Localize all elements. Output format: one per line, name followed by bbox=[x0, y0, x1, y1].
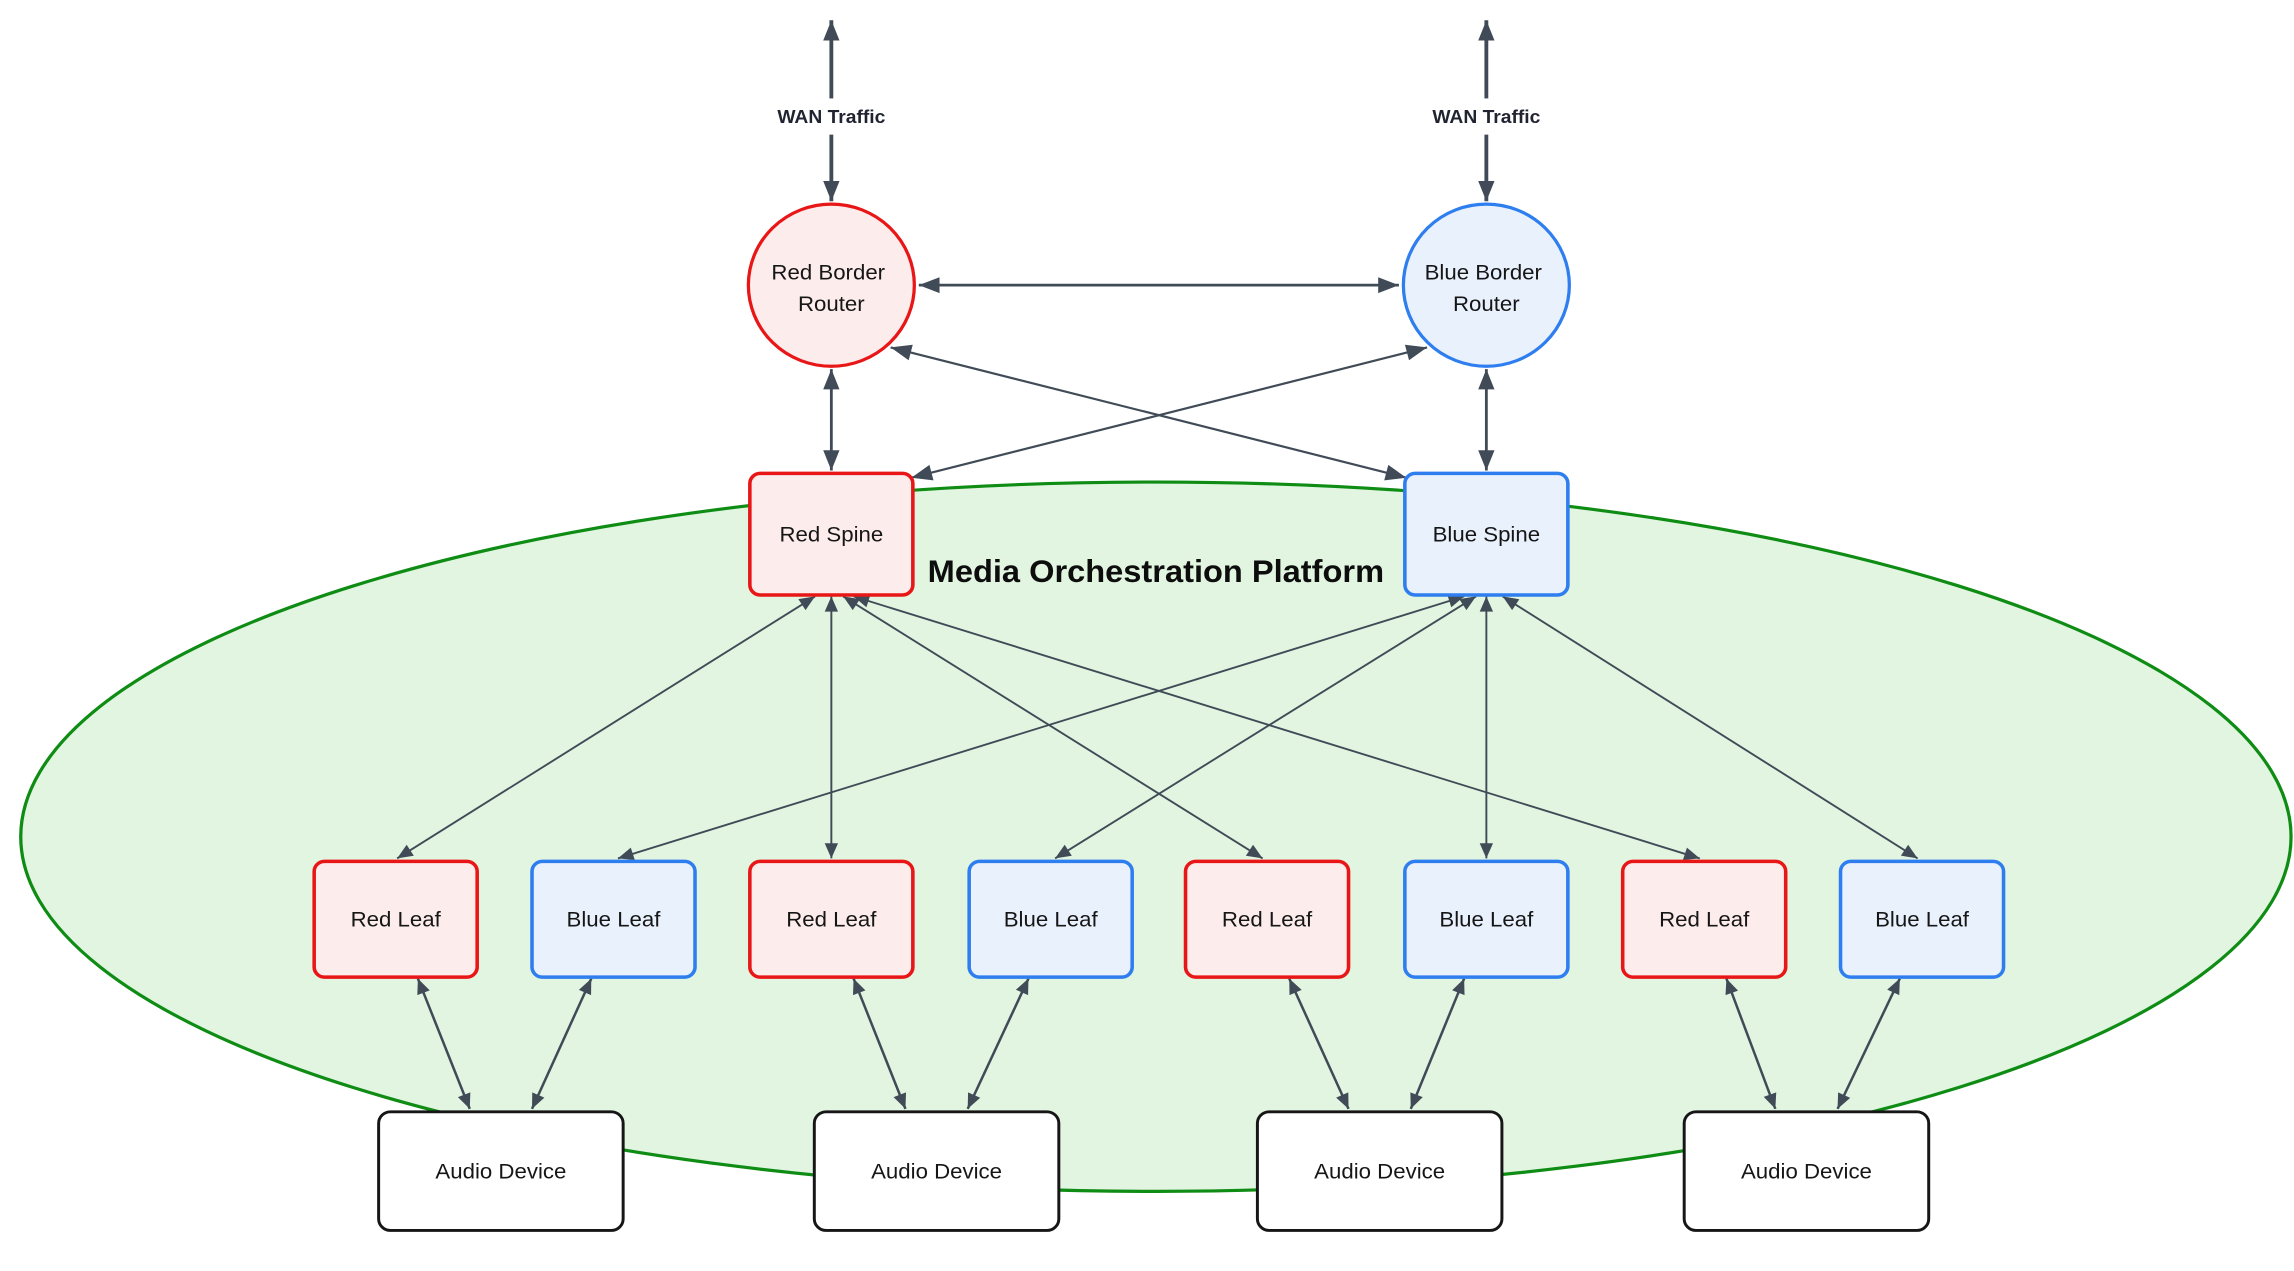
leaf-shape bbox=[967, 859, 1134, 979]
leaf-node-8: Blue Leaf bbox=[1838, 859, 2006, 979]
red-border-router-label: Red Border Router bbox=[771, 260, 891, 317]
edge-leaf4-device2 bbox=[966, 978, 1030, 1110]
wan-traffic-label-right: WAN Traffic bbox=[1407, 98, 1565, 135]
wan-label-bg bbox=[1407, 98, 1565, 135]
blue-border-router-shape bbox=[1401, 202, 1571, 368]
red-spine-label: Red Spine bbox=[779, 522, 883, 547]
leaf-node-7: Red Leaf bbox=[1620, 859, 1788, 979]
leaf-shape bbox=[748, 859, 915, 979]
edge-leaf7-device4 bbox=[1725, 978, 1777, 1110]
leaf-label: Blue Leaf bbox=[567, 907, 662, 932]
edge-blue-spine-leaf4 bbox=[1054, 595, 1477, 860]
leaf-shape bbox=[312, 859, 479, 979]
edge-leaf8-device4 bbox=[1836, 978, 1901, 1110]
blue-border-router-node: Blue Border Router bbox=[1401, 202, 1571, 368]
leaf-label: Blue Leaf bbox=[1004, 907, 1099, 932]
leaf-shape bbox=[1838, 859, 2006, 979]
wan-label-bg bbox=[752, 98, 910, 135]
leaf-node-4: Blue Leaf bbox=[967, 859, 1134, 979]
platform-title: Media Orchestration Platform bbox=[928, 553, 1384, 589]
wan-traffic-text: WAN Traffic bbox=[777, 107, 885, 128]
leaf-node-3: Red Leaf bbox=[748, 859, 915, 979]
red-spine-shape bbox=[748, 471, 915, 597]
blue-spine-node: Blue Spine bbox=[1403, 471, 1570, 597]
blue-spine-label: Blue Spine bbox=[1433, 522, 1541, 547]
edge-leaf3-device2 bbox=[852, 978, 907, 1110]
leaf-shape bbox=[1403, 859, 1570, 979]
audio-device-node-2: Audio Device bbox=[812, 1110, 1061, 1232]
audio-device-shape bbox=[1682, 1110, 1931, 1232]
wan-traffic-label-left: WAN Traffic bbox=[752, 98, 910, 135]
audio-device-label: Audio Device bbox=[1741, 1159, 1872, 1184]
wan-traffic-text: WAN Traffic bbox=[1432, 107, 1540, 128]
edge-leaf2-device1 bbox=[530, 978, 593, 1110]
leaf-label: Blue Leaf bbox=[1439, 907, 1534, 932]
leaf-node-6: Blue Leaf bbox=[1403, 859, 1570, 979]
leaf-label: Red Leaf bbox=[1222, 907, 1313, 932]
edge-blue-router-red-spine bbox=[911, 344, 1428, 481]
edge-leaf1-device1 bbox=[416, 978, 471, 1110]
leaf-node-1: Red Leaf bbox=[312, 859, 479, 979]
leaf-label: Red Leaf bbox=[1659, 907, 1750, 932]
leaf-node-2: Blue Leaf bbox=[530, 859, 697, 979]
blue-spine-shape bbox=[1403, 471, 1570, 597]
leaf-label: Red Leaf bbox=[786, 907, 877, 932]
red-border-router-node: Red Border Router bbox=[746, 202, 916, 368]
blue-border-router-label: Blue Border Router bbox=[1425, 260, 1549, 317]
red-border-router-shape bbox=[746, 202, 916, 368]
leaf-shape bbox=[530, 859, 697, 979]
leaf-label: Blue Leaf bbox=[1875, 907, 1970, 932]
audio-device-node-3: Audio Device bbox=[1255, 1110, 1504, 1232]
audio-device-label: Audio Device bbox=[871, 1159, 1002, 1184]
audio-device-shape bbox=[1255, 1110, 1504, 1232]
edges-layer bbox=[396, 20, 1919, 1110]
audio-device-node-1: Audio Device bbox=[377, 1110, 625, 1232]
edge-leaf5-device3 bbox=[1288, 978, 1350, 1110]
audio-device-shape bbox=[812, 1110, 1061, 1232]
audio-device-shape bbox=[377, 1110, 625, 1232]
red-spine-node: Red Spine bbox=[748, 471, 915, 597]
edge-leaf6-device3 bbox=[1409, 978, 1466, 1110]
audio-device-label: Audio Device bbox=[435, 1159, 566, 1184]
leaf-shape bbox=[1183, 859, 1351, 979]
leaf-node-5: Red Leaf bbox=[1183, 859, 1351, 979]
audio-device-node-4: Audio Device bbox=[1682, 1110, 1931, 1232]
edge-red-router-blue-spine bbox=[890, 344, 1407, 481]
edge-blue-spine-leaf8 bbox=[1502, 595, 1919, 860]
audio-device-label: Audio Device bbox=[1314, 1159, 1445, 1184]
leaf-label: Red Leaf bbox=[351, 907, 442, 932]
leaf-shape bbox=[1620, 859, 1788, 979]
